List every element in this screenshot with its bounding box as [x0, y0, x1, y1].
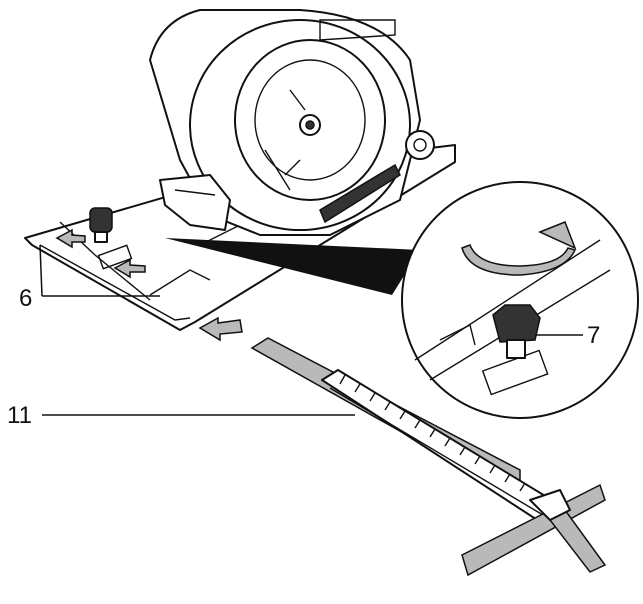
left-knob [89, 207, 113, 243]
spring-mechanism [319, 130, 435, 224]
arrow-shape [113, 258, 146, 279]
callout-label: 6 [19, 285, 33, 312]
zoom-pointer [165, 238, 420, 295]
detail-circle [401, 181, 639, 419]
arrow-shape [55, 228, 86, 249]
blade-guard [149, 9, 421, 236]
rip-fence [250, 337, 607, 577]
front-handle [159, 174, 231, 231]
leader-line-6b [39, 244, 43, 297]
callout-label: 7 [587, 322, 601, 349]
insert-arrow [198, 316, 243, 342]
callout-label: 11 [7, 402, 32, 429]
